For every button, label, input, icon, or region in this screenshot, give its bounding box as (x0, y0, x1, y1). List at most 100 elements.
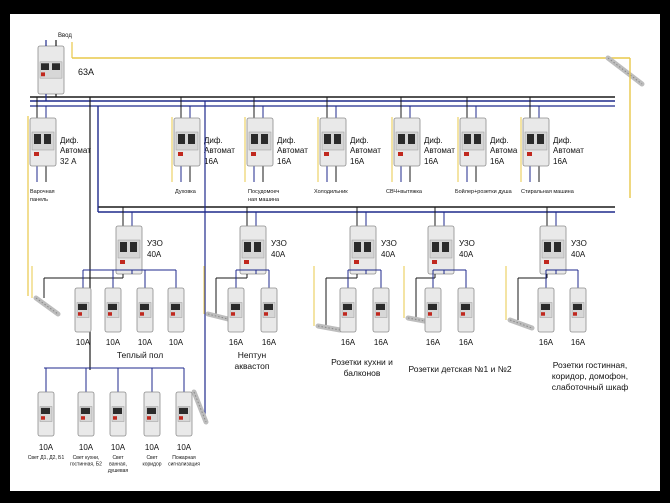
lighting-rating: 10А (39, 443, 54, 452)
breaker-rating: 16А (539, 338, 554, 347)
lighting-caption: Свет кухни, (73, 455, 100, 461)
uzo-rating: 40А (147, 250, 162, 259)
difavtomat-handle (324, 134, 331, 144)
difavtomat-indicator (398, 152, 403, 156)
breaker-handle (81, 407, 90, 414)
breaker-indicator (541, 312, 545, 316)
breaker-indicator (140, 312, 144, 316)
breaker-indicator (171, 312, 175, 316)
difavtomat-caption: Посудомоеч (248, 189, 279, 195)
difavtomat-handle (408, 134, 415, 144)
difavtomat-caption: Бойлер+розетки душа (455, 188, 513, 195)
difavtomat-label: Автомат (277, 146, 308, 155)
difavtomat-rating: 16А (553, 157, 568, 166)
group-caption: Розетки детская №1 и №2 (408, 364, 511, 374)
breaker-rating: 10А (138, 338, 153, 347)
uzo-5 (539, 225, 567, 275)
difavtomat-handle (537, 134, 544, 144)
breaker-rating: 16А (262, 338, 277, 347)
difavtomat-indicator (324, 152, 329, 156)
group-caption: слаботочный шкаф (552, 382, 628, 392)
lighting-caption: Свет (146, 455, 158, 461)
breaker-rating: 10А (169, 338, 184, 347)
difavtomat-label: Автомат (204, 146, 235, 155)
difavtomat-handle (544, 242, 551, 252)
breaker-indicator (231, 312, 235, 316)
difavtomat-label: Диф. (350, 136, 369, 145)
difavtomat-handle (398, 134, 405, 144)
uzo-2 (239, 225, 267, 275)
breaker-handle (179, 407, 188, 414)
difavtomat-4 (319, 117, 347, 167)
difavtomat-indicator (464, 152, 469, 156)
difavtomat-caption: Холодильник (314, 189, 348, 195)
breaker-handle (541, 303, 550, 310)
breaker-rating: 16А (571, 338, 586, 347)
group-caption: Теплый пол (117, 350, 163, 360)
breaker-handle (171, 303, 180, 310)
group-5-breaker-2 (569, 287, 587, 333)
breaker-handle (343, 303, 352, 310)
lighting-caption: коридор (142, 462, 161, 468)
lighting-rating: 10А (145, 443, 160, 452)
lighting-caption: Свет (112, 455, 124, 461)
breaker-rating: 10А (106, 338, 121, 347)
group-terminal-bar-screws (509, 319, 533, 329)
difavtomat-handle (188, 134, 195, 144)
group-3-breaker-1 (339, 287, 357, 333)
breaker-indicator (428, 312, 432, 316)
group-caption: аквастоп (235, 361, 270, 371)
difavtomat-handle (261, 134, 268, 144)
group-terminal-bar-screws (207, 313, 233, 321)
breaker-rating: 16А (229, 338, 244, 347)
group-2-breaker-1 (227, 287, 245, 333)
group-1-breaker-2 (104, 287, 122, 333)
difavtomat-indicator (251, 152, 256, 156)
group-4-breaker-2 (457, 287, 475, 333)
difavtomat-indicator (354, 260, 359, 264)
group-caption: балконов (344, 368, 381, 378)
difavtomat-indicator (34, 152, 39, 156)
breaker-handle (147, 407, 156, 414)
breaker-indicator (376, 312, 380, 316)
difavtomat-rating: 16А (424, 157, 439, 166)
breaker-indicator (113, 416, 117, 420)
lighting-terminal-bar (191, 389, 209, 425)
lighting-caption: Свет Д1, Д2, Б1 (28, 455, 65, 461)
difavtomat-caption: Варочная (30, 189, 55, 195)
lighting-caption: ванная, (109, 462, 127, 468)
breaker-handle (52, 63, 60, 70)
difavtomat-label: Автомат (60, 146, 91, 155)
breaker-handle (461, 303, 470, 310)
input-rating: 63А (78, 67, 94, 77)
uzo-label: УЗО (271, 239, 287, 248)
difavtomat-caption: панель (30, 197, 48, 203)
group-5-breaker-1 (537, 287, 555, 333)
difavtomat-label: Диф. (553, 136, 572, 145)
breaker-handle (376, 303, 385, 310)
lighting-breaker-3 (109, 391, 127, 437)
breaker-rating: 10А (76, 338, 91, 347)
lighting-rating: 10А (79, 443, 94, 452)
breaker-handle (113, 407, 122, 414)
difavtomat-handle (354, 242, 361, 252)
difavtomat-1 (29, 117, 57, 167)
lighting-caption: сигнализация (168, 462, 200, 468)
uzo-label: УЗО (459, 239, 475, 248)
difavtomat-handle (130, 242, 137, 252)
input-label: Ввод (58, 33, 72, 39)
difavtomat-indicator (244, 260, 249, 264)
difavtomat-label: Автомат (553, 146, 584, 155)
difavtomat-caption: Духовка (175, 189, 197, 195)
difavtomat-label: Диф. (277, 136, 296, 145)
difavtomat-handle (120, 242, 127, 252)
difavtomat-label: Диф. (424, 136, 443, 145)
breaker-handle (78, 303, 87, 310)
group-1-breaker-4 (167, 287, 185, 333)
group-terminal-bar-screws (35, 297, 59, 315)
breaker-handle (573, 303, 582, 310)
uzo-rating: 40А (271, 250, 286, 259)
